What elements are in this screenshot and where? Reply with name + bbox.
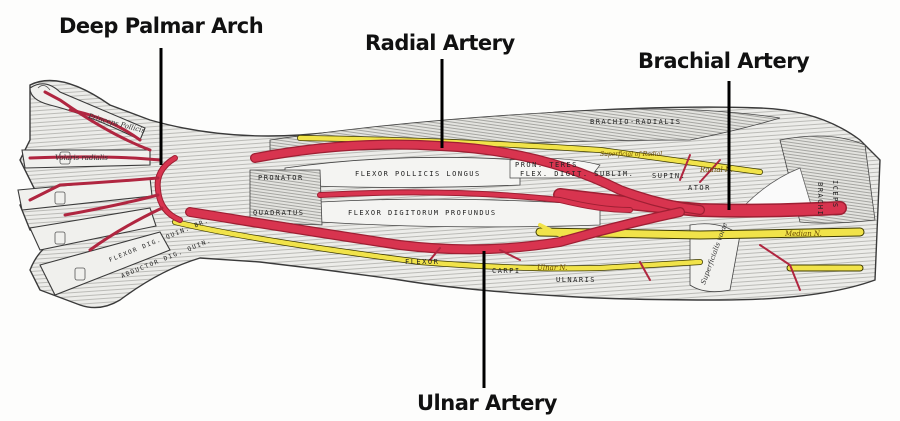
label-supinator-a: SUPIN. [652,172,686,180]
label-flex-digit-sublim: FLEX. DIGIT. SUBLIM. [520,170,634,178]
callout-brachial-artery: Brachial Artery [638,49,810,73]
pronator-quadratus [249,169,323,226]
callout-deep-palmar-arch: Deep Palmar Arch [59,14,264,38]
label-quadratus: QUADRATUS [253,209,304,217]
label-volaris-radialis: Volaris radialis [55,154,108,162]
nerve-labels: Median N. Ulnar N. Radial N. Superficial… [537,151,822,272]
flexor-pollicis-longus [284,156,521,188]
label-flexor: FLEXOR [405,258,439,266]
label-pronator: PRONATOR [258,174,304,182]
callout-ulnar-artery: Ulnar Artery [417,391,557,415]
label-flexor-digitorum-profundus: FLEXOR DIGITORUM PROFUNDUS [348,209,497,217]
label-carpi: CARPI [492,267,521,275]
label-pron-teres: PRON. TERES [515,161,578,169]
label-brachioradialis: BRACHIO-RADIALIS [590,118,681,126]
fingernails [37,85,86,281]
flexor-digitorum-profundus [319,198,601,228]
label-brachi: BRACHI [816,182,824,216]
callout-lines [159,48,731,388]
label-superficial-radial: Superficial of Radial [600,151,662,158]
label-radial-nerve: Radial N. [699,166,733,174]
superficialis-volae [689,223,741,293]
label-supinator-b: ATOR [688,184,711,192]
label-ulnar-nerve: Ulnar N. [537,264,567,272]
label-median-nerve: Median N. [784,230,822,238]
label-flexor-pollicis-longus: FLEXOR POLLICIS LONGUS [355,170,481,178]
arteries [28,90,847,291]
label-ulnaris: ULNARIS [556,276,596,284]
callout-radial-artery: Radial Artery [365,31,515,55]
label-biceps: ICEPS [831,180,839,209]
